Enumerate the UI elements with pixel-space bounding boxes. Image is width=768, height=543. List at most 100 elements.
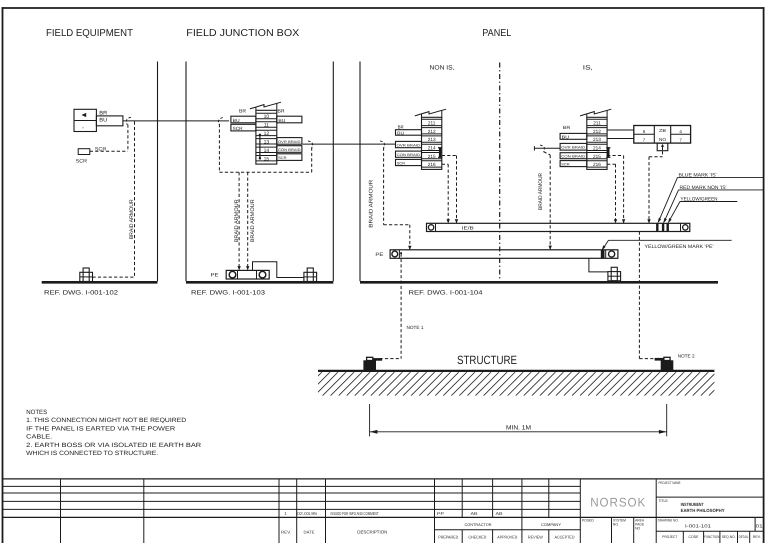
svg-text:BU: BU [233, 118, 240, 123]
svg-text:DRAWING NO.: DRAWING NO. [658, 518, 679, 522]
svg-text:NON IS,: NON IS, [430, 64, 455, 71]
svg-text:OVR BRAID: OVR BRAID [397, 143, 421, 147]
svg-text:BRAID ARMOUR: BRAID ARMOUR [234, 199, 240, 242]
svg-text:SCR: SCR [76, 159, 88, 165]
svg-text:TITLE:: TITLE: [659, 499, 669, 503]
svg-text:BU: BU [397, 130, 404, 135]
svg-text:MIN. 1M: MIN. 1M [506, 424, 531, 431]
svg-text:COMPANY: COMPANY [541, 522, 561, 527]
svg-text:212: 212 [593, 129, 601, 134]
svg-text:FUNCTION: FUNCTION [704, 535, 719, 539]
svg-text:BLUE MARK 'IS': BLUE MARK 'IS' [679, 172, 717, 178]
svg-text:IF THE PANEL IS EARTED VIA THE: IF THE PANEL IS EARTED VIA THE POWER [26, 425, 176, 432]
svg-text:CON BRAID: CON BRAID [278, 148, 301, 152]
svg-text:FIELD JUNCTION BOX: FIELD JUNCTION BOX [186, 28, 299, 39]
svg-text:REV.: REV. [281, 529, 291, 534]
svg-text:PROJECT: PROJECT [662, 535, 678, 539]
svg-text:10: 10 [264, 114, 270, 120]
svg-text:15: 15 [264, 156, 270, 162]
svg-text:215: 215 [593, 154, 601, 159]
svg-text:DETAIL: DETAIL [739, 535, 749, 539]
svg-text:PAGE: PAGE [635, 522, 645, 526]
svg-text:PANEL: PANEL [482, 28, 511, 39]
svg-text:BRAID ARMOUR: BRAID ARMOUR [250, 199, 256, 242]
svg-text:SYSTEM: SYSTEM [613, 518, 626, 522]
svg-text:YELLOW/GREEN MARK 'PE': YELLOW/GREEN MARK 'PE' [645, 244, 714, 250]
svg-text:STRUCTURE: STRUCTURE [457, 353, 517, 367]
svg-text:EARTH PHILOSOPHY: EARTH PHILOSOPHY [681, 508, 725, 513]
svg-text:11: 11 [264, 123, 269, 129]
svg-text:SCR: SCR [278, 156, 287, 160]
svg-text:CONTRACTOR: CONTRACTOR [465, 522, 492, 527]
svg-text:INSTRUMENT: INSTRUMENT [681, 502, 704, 507]
svg-text:REF. DWG. I-001-102: REF. DWG. I-001-102 [44, 289, 119, 296]
svg-text:AB: AB [496, 511, 503, 516]
svg-text:NOTE 2: NOTE 2 [678, 354, 695, 359]
svg-text:FIELD EQUIPMENT: FIELD EQUIPMENT [46, 28, 133, 39]
svg-text:213: 213 [428, 137, 436, 142]
svg-text:REF. DWG. I-001-104: REF. DWG. I-001-104 [409, 289, 484, 296]
svg-text:I-001-101: I-001-101 [685, 523, 712, 528]
svg-text:214: 214 [593, 146, 601, 151]
svg-text:DESCRIPTION: DESCRIPTION [357, 529, 387, 534]
svg-text:BR: BR [563, 125, 571, 130]
svg-text:01: 01 [756, 523, 764, 528]
svg-text:SCR: SCR [233, 126, 244, 131]
svg-text:211: 211 [593, 121, 601, 126]
svg-text:13: 13 [264, 140, 270, 146]
svg-text:BU: BU [278, 118, 285, 123]
svg-text:211: 211 [428, 121, 436, 126]
svg-text:ACCEPTED: ACCEPTED [555, 535, 575, 540]
svg-text:PREPARED: PREPARED [438, 535, 458, 540]
svg-text:RED MARK NON 'IS': RED MARK NON 'IS' [680, 185, 727, 191]
svg-text:1. THIS CONNECTION MIGHT NOT B: 1. THIS CONNECTION MIGHT NOT BE REQUIRED [26, 417, 187, 424]
svg-text:213: 213 [593, 137, 601, 142]
svg-text:SCR: SCR [95, 147, 107, 153]
svg-text:YELLOW/GREEN: YELLOW/GREEN [681, 197, 718, 203]
svg-text:IE/B: IE/B [462, 226, 474, 231]
svg-text:BR: BR [398, 125, 405, 130]
svg-text:PE: PE [211, 272, 220, 278]
svg-text:CABLE.: CABLE. [26, 434, 52, 441]
svg-text:SEQ.NO.: SEQ.NO. [722, 535, 736, 539]
svg-text:NO: NO [635, 526, 640, 530]
svg-text:7: 7 [679, 138, 682, 143]
svg-text:APPROVED: APPROVED [497, 535, 517, 540]
svg-text:SCR: SCR [397, 161, 406, 165]
svg-text:14: 14 [264, 148, 270, 154]
svg-text:NOTE 1: NOTE 1 [407, 325, 424, 330]
svg-text:BR: BR [278, 108, 285, 114]
svg-text:6: 6 [643, 129, 646, 134]
svg-text:NORSOK: NORSOK [590, 495, 646, 509]
svg-text:7: 7 [643, 138, 646, 143]
svg-text:12: 12 [264, 131, 270, 137]
svg-text:NO.: NO. [613, 522, 619, 526]
svg-text:ISSUED FOR INFO AND COMMENT: ISSUED FOR INFO AND COMMENT [331, 511, 379, 516]
svg-text:PP: PP [437, 511, 444, 516]
svg-text:BR: BR [99, 111, 107, 117]
svg-text:BU: BU [99, 117, 107, 123]
svg-text:CON BRAID: CON BRAID [397, 153, 421, 157]
svg-text:214: 214 [428, 146, 436, 151]
svg-text:CON BRAID: CON BRAID [561, 155, 586, 159]
svg-text:POSED: POSED [582, 518, 594, 522]
svg-text:CHECKED: CHECKED [468, 535, 486, 540]
svg-text:SCR: SCR [561, 163, 570, 167]
svg-text:CODE: CODE [689, 535, 700, 539]
svg-text:216: 216 [593, 162, 601, 167]
svg-text:ZB: ZB [659, 128, 666, 133]
svg-text:WHICH IS CONNECTED TO STRUCTUR: WHICH IS CONNECTED TO STRUCTURE. [26, 450, 158, 457]
svg-text:212: 212 [428, 129, 436, 134]
svg-text:BRAID ARMOUR: BRAID ARMOUR [538, 173, 544, 210]
svg-text:BRAID ARMOUR: BRAID ARMOUR [369, 180, 375, 228]
svg-text:02.03.95: 02.03.95 [297, 511, 318, 516]
svg-text:1: 1 [284, 511, 287, 516]
svg-text:IS,: IS, [583, 64, 593, 71]
svg-text:216: 216 [428, 162, 436, 167]
svg-text:NO: NO [659, 137, 667, 142]
svg-text:DATE: DATE [304, 529, 315, 534]
svg-text:REVIEW: REVIEW [528, 535, 543, 540]
svg-text:OVR BRAID: OVR BRAID [278, 140, 301, 144]
svg-text:REF. DWG. I-001-103: REF. DWG. I-001-103 [191, 289, 266, 296]
svg-text:2. EARTH BOSS OR VIA ISOLATED: 2. EARTH BOSS OR VIA ISOLATED IE EARTH B… [26, 442, 202, 449]
